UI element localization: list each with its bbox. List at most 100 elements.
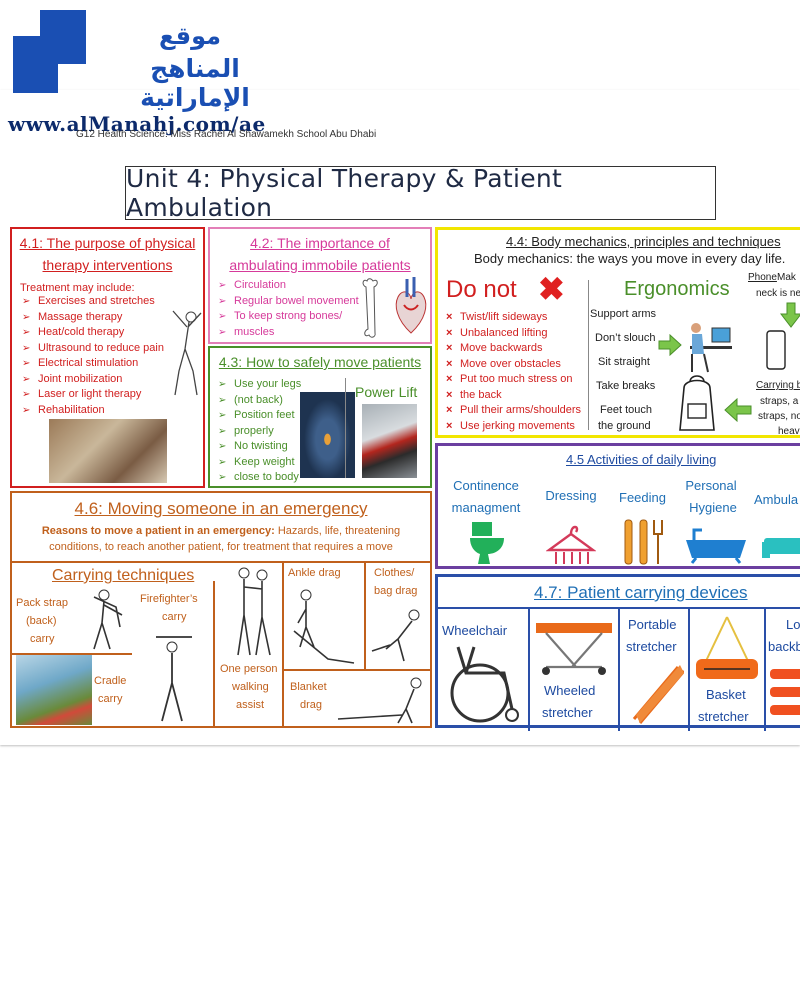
list-item: Joint mobilization	[22, 372, 203, 388]
carry-label-a: Carrying b	[756, 380, 800, 391]
reasons-line2: conditions, to reach another patient, fo…	[49, 541, 393, 553]
do-not-list: Twist/lift sideways Unbalanced lifting M…	[444, 310, 594, 434]
list-item: Position feet	[218, 408, 308, 424]
clothes-drag-figure	[371, 609, 420, 662]
blanket-drag-figure	[337, 677, 422, 724]
s43-title: 4.3: How to safely move patients	[218, 354, 422, 370]
divider-line	[618, 607, 620, 731]
list-item: properly	[218, 424, 308, 440]
logo-square-top	[40, 10, 86, 64]
s41-intro: Treatment may include:	[20, 282, 135, 294]
list-item: Exercises and stretches	[22, 294, 203, 310]
firefighter-a: Firefighter’s	[140, 593, 198, 605]
logo-text-line1: موقع	[158, 22, 221, 50]
section-4-5: 4.5 Activities of daily living Continenc…	[435, 443, 800, 569]
s45-title: 4.5 Activities of daily living	[566, 452, 717, 467]
cradle-b: carry	[98, 693, 123, 705]
section-4-3: 4.3: How to safely move patients Use you…	[208, 346, 432, 488]
list-item: Ultrasound to reduce pain	[22, 341, 203, 357]
carrying-area-border	[12, 561, 432, 563]
adl-label-continence-b: managment	[451, 500, 521, 515]
list-item: close to body	[218, 470, 308, 486]
cradle-carry-photo	[16, 655, 92, 725]
one-person-c: assist	[236, 699, 265, 711]
ergo-item: the ground	[598, 420, 651, 432]
s47-title: 4.7: Patient carrying devices	[534, 583, 748, 602]
section-4-2: 4.2: The importance of ambulating immobi…	[208, 227, 432, 344]
list-item: (not back)	[218, 393, 308, 409]
cradle-a: Cradle	[94, 675, 127, 687]
list-item: No twisting	[218, 439, 308, 455]
do-not-label: Do not	[446, 276, 517, 303]
list-item: muscles	[218, 325, 368, 341]
cross-icon: ✖	[538, 271, 565, 307]
divider-line	[282, 669, 432, 671]
list-item: Laser or light therapy	[22, 387, 203, 403]
divider-line	[688, 607, 690, 731]
wheeled-stretcher-icon	[536, 623, 612, 675]
divider-line	[588, 280, 589, 430]
phone-icon	[766, 330, 786, 370]
firefighter-carry-figure	[156, 636, 192, 722]
section-4-7: 4.7: Patient carrying devices Wheelchair…	[435, 574, 800, 731]
divider-line	[345, 378, 346, 478]
pack-strap-b: (back)	[26, 615, 57, 627]
adl-label-dressing: Dressing	[545, 488, 597, 503]
power-lift-label: Power Lift	[355, 384, 418, 400]
walking-assist-figure	[237, 567, 271, 656]
ergo-item: Don’t slouch	[595, 332, 656, 344]
wheelchair-label: Wheelchair	[442, 623, 508, 638]
backpack-icon	[679, 375, 715, 431]
carry-label-c: straps, no	[758, 411, 800, 422]
long-b: backb	[768, 639, 800, 654]
basket-a: Basket	[706, 687, 746, 702]
reasons-bold: Reasons to move a patient in an emergenc…	[41, 525, 275, 537]
divider-line	[282, 561, 284, 727]
blanket-a: Blanket	[290, 681, 327, 693]
site-url[interactable]: www.alManahj.com/ae	[8, 112, 266, 136]
s42-title-a: 4.2: The importance of	[250, 235, 390, 251]
logo-bar	[0, 0, 800, 90]
list-item: Pull their arms/shoulders	[444, 403, 594, 419]
portable-b: stretcher	[626, 639, 677, 654]
carry-label-d: heav	[778, 426, 800, 437]
stretching-figure-icon	[172, 310, 202, 396]
list-item: Circulation	[218, 278, 368, 294]
basket-stretcher-icon	[696, 616, 758, 679]
page-title-box: Unit 4: Physical Therapy & Patient Ambul…	[125, 164, 716, 222]
list-item: Keep weight	[218, 455, 308, 471]
phone-label-c: neck is ne	[756, 288, 800, 299]
backboard-icon	[770, 669, 800, 715]
adl-label-ambulation: Ambula	[754, 492, 799, 507]
list-item: the back	[444, 388, 594, 404]
list-item: Unbalanced lifting	[444, 326, 594, 342]
basket-b: stretcher	[698, 709, 749, 724]
phone-label-a: Phone	[748, 272, 777, 283]
reasons-text: Reasons to move a patient in an emergenc…	[12, 523, 430, 555]
list-item: Use jerking movements	[444, 419, 594, 435]
portable-a: Portable	[628, 617, 677, 632]
s41-title-a: 4.1: The purpose of physical	[19, 235, 196, 251]
blanket-b: drag	[300, 699, 323, 711]
carrying-title: Carrying techniques	[52, 567, 195, 584]
divider-line	[528, 607, 530, 731]
ergo-item: Sit straight	[598, 356, 650, 368]
list-item: Electrical stimulation	[22, 356, 203, 372]
s42-title-b: ambulating immobile patients	[229, 257, 411, 273]
bathtub-icon	[686, 528, 746, 564]
adl-label-hygiene-a: Personal	[685, 478, 737, 493]
list-item: To keep strong bones/	[218, 309, 368, 325]
section-4-1: 4.1: The purpose of physical therapy int…	[10, 227, 205, 488]
adl-label-feeding: Feeding	[619, 490, 666, 505]
s43-list: Use your legs (not back) Position feet p…	[218, 377, 308, 486]
page-title: Unit 4: Physical Therapy & Patient Ambul…	[126, 164, 563, 222]
ergo-item: Take breaks	[596, 380, 656, 392]
hanger-icon	[546, 525, 596, 564]
wheelchair-icon	[450, 646, 519, 723]
wheeled-b: stretcher	[542, 705, 593, 720]
toilet-icon	[470, 522, 504, 564]
header-text: G12 Health Science: Miss Rachel Al Shawa…	[76, 129, 377, 140]
list-item: Put too much stress on	[444, 372, 594, 388]
divider-line	[764, 607, 766, 731]
list-item: Heat/cold therapy	[22, 325, 203, 341]
